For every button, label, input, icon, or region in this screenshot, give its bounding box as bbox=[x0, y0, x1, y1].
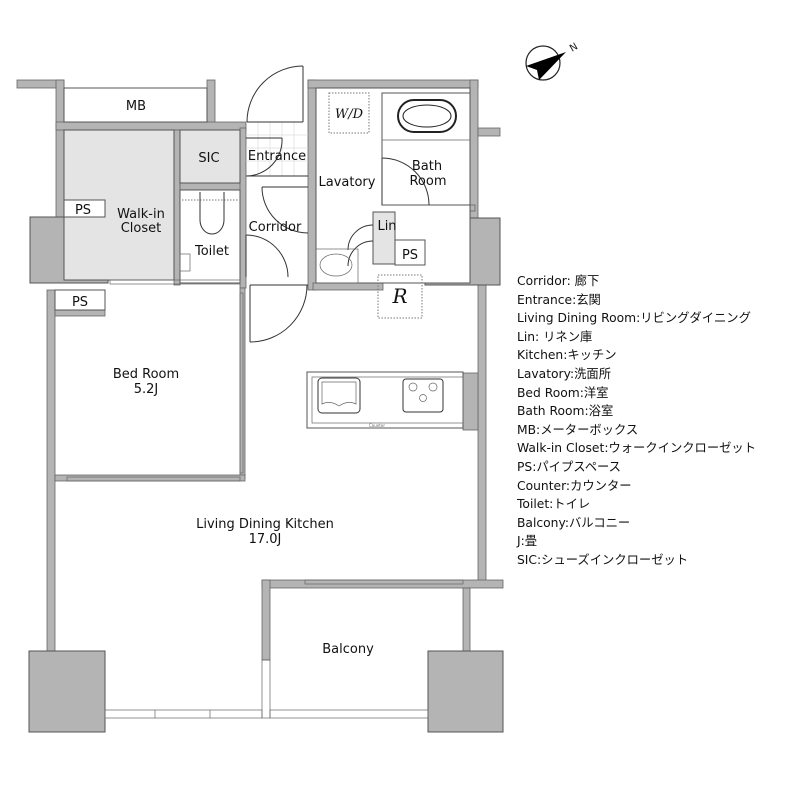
walk-in-closet-label: Walk-in bbox=[117, 207, 165, 222]
windows bbox=[104, 659, 429, 719]
compass-north-label: N bbox=[568, 41, 580, 54]
entrance-label: Entrance bbox=[248, 149, 306, 164]
sink-icon bbox=[317, 377, 361, 414]
legend-item: Toilet:トイレ bbox=[517, 497, 591, 512]
legend-item: Corridor: 廊下 bbox=[517, 274, 600, 288]
sic-label: SIC bbox=[198, 151, 219, 166]
stove-icon bbox=[402, 378, 444, 413]
linen-closet bbox=[372, 211, 396, 265]
column bbox=[427, 650, 504, 733]
lin-label: Lin bbox=[377, 219, 396, 234]
legend-item: Kitchen:キッチン bbox=[517, 348, 617, 363]
legend-item: Lavatory:洗面所 bbox=[517, 366, 612, 381]
ps-label: PS bbox=[75, 203, 91, 218]
toilet-label: Toilet bbox=[194, 244, 229, 259]
walk-in-closet-label: Closet bbox=[121, 221, 162, 236]
refrigerator-space bbox=[377, 274, 423, 319]
legend-item: MB:メーターボックス bbox=[517, 422, 639, 437]
bedroom-size: 5.2J bbox=[134, 382, 159, 397]
corridor-label: Corridor bbox=[249, 220, 302, 235]
column bbox=[28, 650, 106, 733]
lavatory-label: Lavatory bbox=[319, 175, 376, 190]
legend-item: Counter:カウンター bbox=[517, 478, 632, 493]
ps-space bbox=[54, 289, 106, 311]
refrigerator-label: R bbox=[391, 284, 407, 308]
bath-room-label: Room bbox=[409, 174, 446, 189]
legend-item: Lin: リネン庫 bbox=[517, 329, 593, 344]
legend-item: J:畳 bbox=[517, 534, 538, 549]
wash-basin-icon bbox=[315, 248, 359, 284]
bath-room-label: Bath bbox=[412, 159, 442, 174]
balcony-label: Balcony bbox=[322, 642, 374, 657]
legend-item: Bed Room:洋室 bbox=[517, 385, 609, 400]
mb-label: MB bbox=[126, 99, 146, 114]
ps-space bbox=[63, 199, 106, 218]
legend-item: Bath Room:浴室 bbox=[517, 404, 614, 419]
legend: Corridor: 廊下 Entrance:玄関 Living Dining R… bbox=[517, 272, 756, 570]
legend-item: Walk-in Closet:ウォークインクローゼット bbox=[517, 441, 757, 456]
toilet-fixture bbox=[179, 192, 238, 272]
doors bbox=[245, 65, 430, 343]
ps-label: PS bbox=[72, 295, 88, 310]
toilet-room bbox=[179, 189, 241, 284]
bathtub-icon bbox=[397, 99, 457, 133]
sic-room bbox=[179, 129, 241, 184]
bedroom-label: Bed Room bbox=[113, 367, 179, 382]
washer-dryer-space bbox=[328, 92, 370, 134]
legend-item: PS:パイプスペース bbox=[517, 459, 621, 474]
kitchen-counter: Counter bbox=[306, 371, 464, 429]
legend-item: Balcony:バルコニー bbox=[517, 515, 631, 530]
legend-item: Entrance:玄関 bbox=[517, 292, 601, 307]
ldk-size: 17.0J bbox=[249, 532, 282, 547]
ldk-label: Living Dining Kitchen bbox=[196, 517, 334, 532]
wd-label: W/D bbox=[335, 107, 364, 122]
counter-label: Counter bbox=[369, 423, 385, 428]
ps-space bbox=[394, 239, 426, 266]
compass-icon: N bbox=[525, 41, 580, 81]
sliding-doors bbox=[66, 279, 464, 585]
ps-label: PS bbox=[402, 248, 418, 263]
legend-item: SIC:シューズインクローゼット bbox=[517, 552, 689, 567]
legend-item: Living Dining Room:リビングダイニング bbox=[517, 311, 751, 326]
mb-room bbox=[63, 87, 208, 123]
